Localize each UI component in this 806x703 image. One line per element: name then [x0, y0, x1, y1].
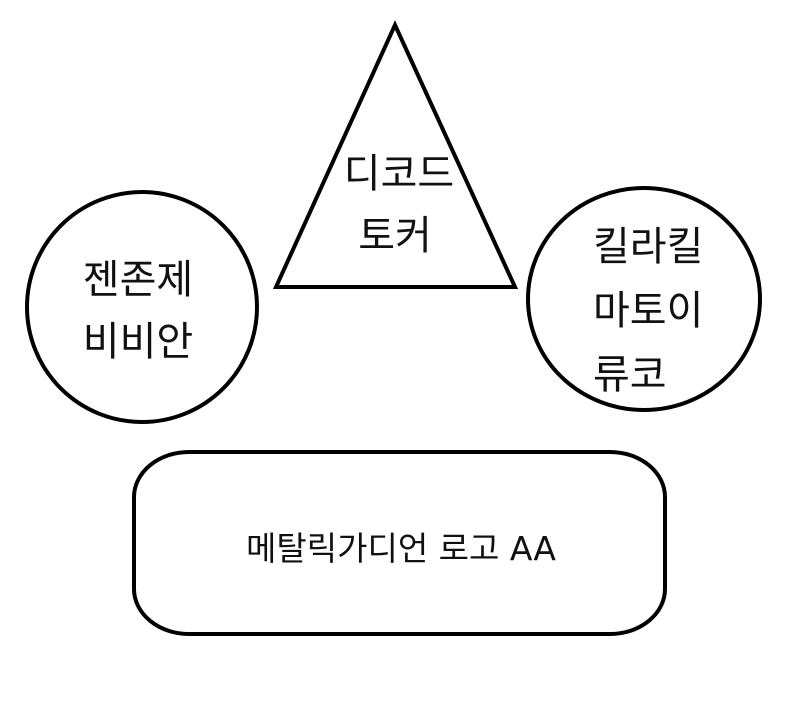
triangle-shape: [272, 20, 519, 289]
left-circle-shape: [25, 190, 259, 424]
right-circle-label-line2: 마토이: [593, 288, 703, 334]
right-circle-shape: [526, 186, 762, 412]
bottom-box-node: 메탈릭가디언 로고 AA: [132, 450, 667, 636]
right-circle-node: 킬라킬 마토이 류코: [526, 186, 762, 412]
bottom-box-shape: [132, 450, 667, 636]
right-circle-label-line1: 킬라킬: [593, 224, 703, 270]
left-circle-node: 젠존제 비비안: [25, 190, 259, 424]
right-circle-label-line3: 류코: [593, 352, 667, 398]
triangle-label-line1: 디코드: [344, 151, 454, 197]
triangle-node: 디코드 토커: [272, 20, 519, 289]
bottom-box-label: 메탈릭가디언 로고 AA: [246, 529, 556, 568]
left-circle-label-line1: 젠존제: [83, 257, 193, 303]
left-circle-label-line2: 비비안: [83, 319, 193, 365]
triangle-label-line2: 토커: [358, 213, 432, 259]
